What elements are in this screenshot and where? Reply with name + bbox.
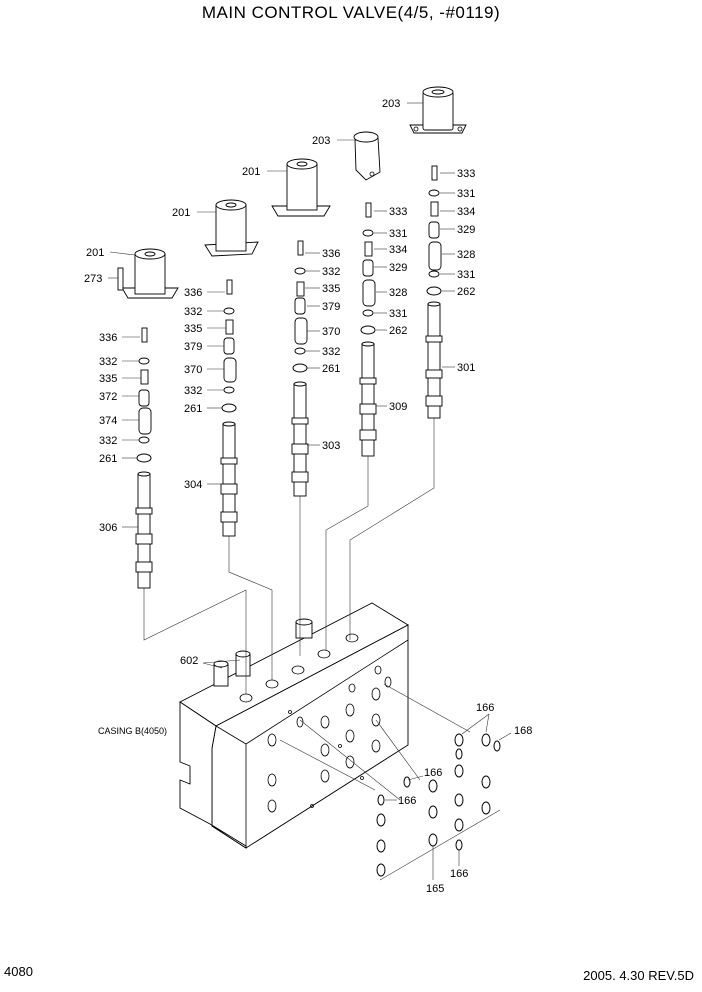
- label-201: 201: [86, 247, 104, 259]
- label-166: 166: [476, 702, 494, 714]
- casing-block: [179, 602, 409, 849]
- label-332: 332: [99, 356, 117, 368]
- leader-lines: [108, 102, 512, 880]
- label-332: 332: [322, 266, 340, 278]
- label-203: 203: [382, 98, 400, 110]
- label-273: 273: [84, 273, 102, 285]
- label-306: 306: [99, 522, 117, 534]
- spool-stack-301: [425, 165, 443, 419]
- solenoid-201-middle: [204, 199, 259, 257]
- assembly-lines: [143, 418, 501, 881]
- label-165: 165: [426, 883, 444, 895]
- spool-stack-304: [220, 279, 238, 537]
- label-332: 332: [322, 346, 340, 358]
- label-334: 334: [389, 244, 407, 256]
- solenoid-203-right: [409, 86, 467, 134]
- label-261: 261: [184, 403, 202, 415]
- label-332: 332: [184, 306, 202, 318]
- solenoid-201-left: [117, 248, 179, 299]
- label-335: 335: [99, 373, 117, 385]
- label-331: 331: [389, 308, 407, 320]
- label-602: 602: [180, 655, 198, 667]
- label-379: 379: [322, 301, 340, 313]
- label-261: 261: [99, 453, 117, 465]
- label-309: 309: [389, 401, 407, 413]
- label-168: 168: [514, 725, 532, 737]
- label-335: 335: [184, 323, 202, 335]
- label-333: 333: [389, 206, 407, 218]
- label-332: 332: [99, 435, 117, 447]
- label-201: 201: [242, 166, 260, 178]
- label-331: 331: [457, 188, 475, 200]
- label-374: 374: [99, 415, 117, 427]
- solenoid-201-right: [271, 158, 331, 217]
- label-261: 261: [322, 363, 340, 375]
- label-328: 328: [457, 249, 475, 261]
- label-303: 303: [322, 440, 340, 452]
- label-331: 331: [457, 269, 475, 281]
- label-329: 329: [389, 262, 407, 274]
- label-166: 166: [424, 767, 442, 779]
- spool-stack-309: [359, 202, 377, 457]
- port-orings: [376, 733, 501, 877]
- label-329: 329: [457, 224, 475, 236]
- label-370: 370: [322, 326, 340, 338]
- label-166: 166: [398, 795, 416, 807]
- label-334: 334: [457, 206, 475, 218]
- part-number-labels: 203 203 201 201 201 273 333 331 334 329 …: [84, 98, 532, 895]
- page-number: 4080: [4, 964, 33, 979]
- spool-stack-303: [291, 240, 309, 497]
- label-262: 262: [389, 325, 407, 337]
- label-370: 370: [184, 364, 202, 376]
- label-328: 328: [389, 287, 407, 299]
- label-166: 166: [450, 868, 468, 880]
- casing-label: CASING B(4050): [98, 726, 167, 736]
- spool-stack-306: [135, 327, 153, 589]
- label-336: 336: [99, 332, 117, 344]
- solenoid-203-left: [353, 131, 381, 181]
- label-201: 201: [172, 207, 190, 219]
- label-336: 336: [184, 287, 202, 299]
- label-301: 301: [457, 362, 475, 374]
- label-304: 304: [184, 479, 202, 491]
- label-379: 379: [184, 341, 202, 353]
- label-335: 335: [322, 283, 340, 295]
- label-203: 203: [312, 135, 330, 147]
- label-336: 336: [322, 248, 340, 260]
- label-262: 262: [457, 286, 475, 298]
- label-331: 331: [389, 228, 407, 240]
- page-title: MAIN CONTROL VALVE(4/5, -#0119): [201, 3, 501, 22]
- label-333: 333: [457, 168, 475, 180]
- label-372: 372: [99, 391, 117, 403]
- date-revision: 2005. 4.30 REV.5D: [583, 968, 694, 983]
- label-332: 332: [184, 385, 202, 397]
